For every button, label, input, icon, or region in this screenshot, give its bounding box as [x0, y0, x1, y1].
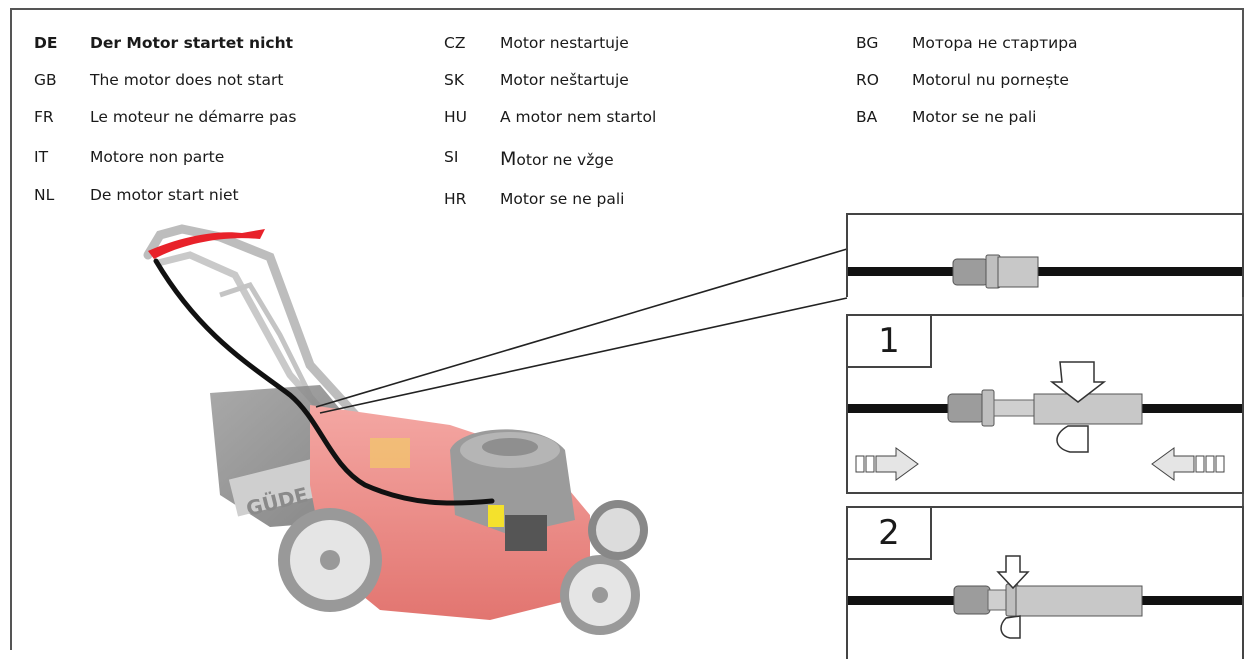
red-handle-grip — [148, 229, 265, 259]
lang-code: DE — [34, 34, 58, 52]
lang-code: HU — [444, 108, 468, 126]
lang-code: NL — [34, 186, 55, 204]
detail-panel-overview — [846, 213, 1244, 297]
lang-text: Motore non parte — [90, 148, 225, 166]
cable-adjuster-overview — [848, 254, 1242, 289]
push-arrow-right-icon — [855, 447, 919, 481]
lang-text: Motor se ne pali — [912, 108, 1037, 126]
lang-text: A motor nem startol — [500, 108, 657, 126]
step-number-2: 2 — [846, 506, 932, 560]
step-number-1: 1 — [846, 314, 932, 368]
lang-text-rest: otor ne vžge — [516, 151, 614, 169]
lang-code: GB — [34, 71, 57, 89]
lang-text: Motorul nu pornește — [912, 71, 1069, 89]
lawn-mower-illustration: GÜDE — [143, 224, 848, 635]
lang-code: RO — [856, 71, 879, 89]
push-arrow-left-icon — [1151, 447, 1225, 481]
lang-code: HR — [444, 190, 467, 208]
leader-line-bottom — [319, 297, 848, 414]
control-cable — [153, 258, 495, 506]
lang-text: De motor start niet — [90, 186, 239, 204]
lang-text: Motor se ne pali — [500, 190, 625, 208]
lang-code: BG — [856, 34, 879, 52]
wheel-front-right — [560, 555, 640, 635]
lang-text: Motor ne vžge — [500, 148, 614, 170]
lang-text: Der Motor startet nicht — [90, 34, 294, 52]
lang-code: SK — [444, 71, 465, 89]
lang-code: FR — [34, 108, 54, 126]
lang-text-initial: M — [500, 148, 517, 170]
lang-code: BA — [856, 108, 878, 126]
lang-text: Motor neštartuje — [500, 71, 629, 89]
wheel-front-back — [588, 500, 648, 560]
lang-code: IT — [34, 148, 49, 166]
lang-text: Motor nestartuje — [500, 34, 629, 52]
leader-line-top — [315, 248, 848, 408]
detail-panel-step-2: 2 — [846, 506, 1244, 659]
step-2-diagram — [848, 555, 1242, 639]
lang-text: Le moteur ne démarre pas — [90, 108, 297, 126]
rotate-arrow-icon — [1049, 361, 1107, 453]
detail-panel-step-1: 1 — [846, 314, 1244, 494]
lang-text: The motor does not start — [90, 71, 284, 89]
lang-code: SI — [444, 148, 459, 166]
step-1-diagram — [848, 361, 1242, 481]
lang-code: CZ — [444, 34, 466, 52]
lang-text: Мотора не стартира — [912, 34, 1078, 52]
rotate-arrow-icon — [996, 555, 1030, 639]
wheel-rear-left — [278, 508, 382, 612]
